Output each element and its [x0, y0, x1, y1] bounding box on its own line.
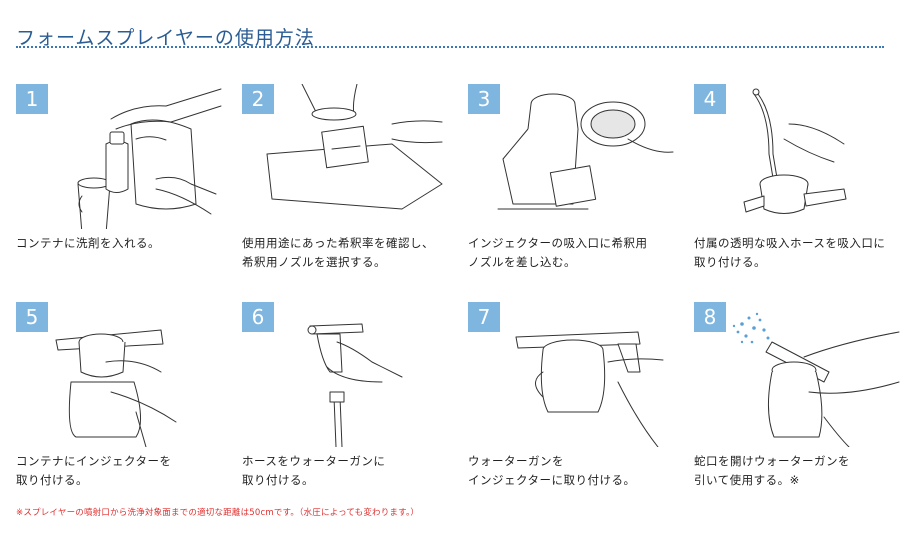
title-divider — [16, 46, 884, 48]
step-caption: コンテナにインジェクターを 取り付ける。 — [16, 454, 172, 487]
step-caption: 付属の透明な吸入ホースを吸入口に 取り付ける。 — [694, 236, 886, 269]
step-caption: 蛇口を開けウォーターガンを 引いて使用する。※ — [694, 454, 850, 487]
step-caption: ホースをウォーターガンに 取り付ける。 — [242, 454, 386, 487]
attach-injector-illustration — [16, 302, 231, 447]
step-number-badge: 3 — [468, 84, 500, 114]
step-8: 8 蛇口を開けウォーターガンを 引いて使用する。※ — [694, 302, 900, 502]
step-number-badge: 6 — [242, 302, 274, 332]
select-nozzle-illustration — [242, 84, 457, 229]
step-6: 6 ホースをウォーターガンに 取り付ける。 — [242, 302, 457, 502]
step-number-badge: 2 — [242, 84, 274, 114]
step-4: 4 付属の透明な吸入ホースを吸入口に 取り付ける。 — [694, 84, 900, 284]
step-5: 5 コンテナにインジェクターを 取り付ける。 — [16, 302, 231, 502]
gun-to-injector-illustration — [468, 302, 683, 447]
step-2: 2 使用用途にあった希釈率を確認し、 希釈用ノズルを選択する。 — [242, 84, 457, 284]
step-7: 7 ウォーターガンを インジェクターに取り付ける。 — [468, 302, 683, 502]
step-caption: ウォーターガンを インジェクターに取り付ける。 — [468, 454, 636, 487]
step-number-badge: 4 — [694, 84, 726, 114]
step-caption: 使用用途にあった希釈率を確認し、 希釈用ノズルを選択する。 — [242, 236, 434, 269]
pour-detergent-illustration — [16, 84, 231, 229]
distance-note: ※スプレイヤーの噴射口から洗浄対象面までの適切な距離は50cmです。（水圧によっ… — [16, 508, 420, 518]
hose-to-gun-illustration — [242, 302, 457, 447]
step-1: 1 コンテナに洗剤を入れる。 — [16, 84, 231, 284]
page-title: フォームスプレイヤーの使用方法 — [16, 26, 315, 49]
step-number-badge: 5 — [16, 302, 48, 332]
spray-illustration — [694, 302, 900, 447]
step-number-badge: 1 — [16, 84, 48, 114]
step-3: 3 インジェクターの吸入口に希釈用 ノズルを差し込む。 — [468, 84, 683, 284]
attach-hose-illustration — [694, 84, 900, 229]
step-caption: コンテナに洗剤を入れる。 — [16, 236, 160, 250]
step-number-badge: 8 — [694, 302, 726, 332]
insert-nozzle-illustration — [468, 84, 683, 229]
step-caption: インジェクターの吸入口に希釈用 ノズルを差し込む。 — [468, 236, 648, 269]
step-number-badge: 7 — [468, 302, 500, 332]
